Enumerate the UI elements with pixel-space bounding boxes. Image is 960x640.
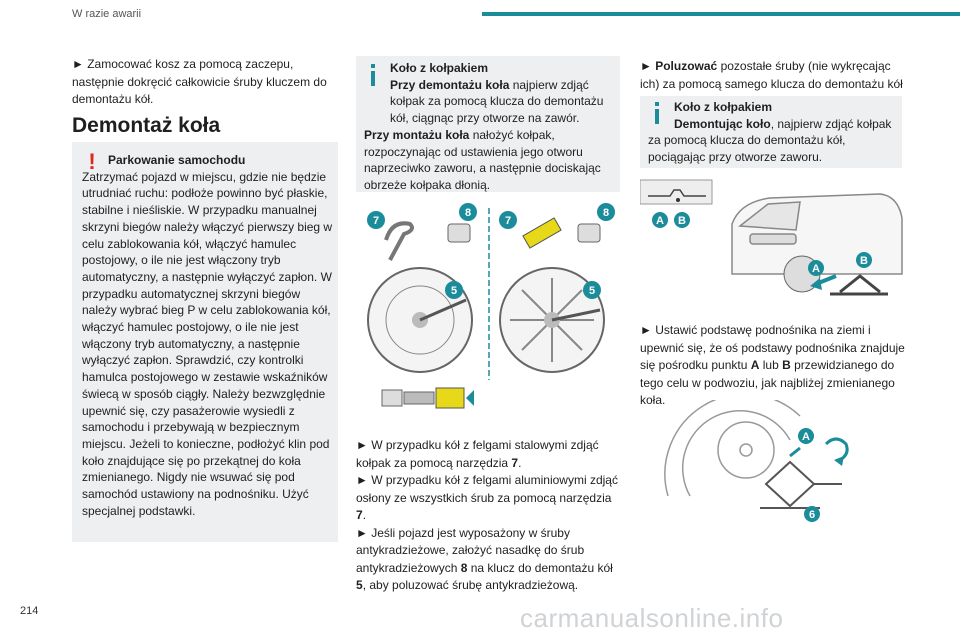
info-bold-lead-2: Przy montażu koła (364, 127, 470, 142)
jack-icon (830, 274, 888, 296)
info-title-2: Koło z kołpakiem (674, 100, 773, 114)
figure-label: B (860, 255, 868, 267)
info-box-hubcap (356, 56, 620, 192)
info-text-2: nałożyć kołpak, rozpoczynając od ustawie… (364, 127, 601, 192)
step-alloy-wheels: ► W przypadku kół z felgami aluminiowymi… (356, 473, 618, 522)
figure-label: 5 (451, 285, 457, 297)
figure-label: 7 (373, 215, 379, 227)
vehicle-jack-point-illustration: A B A B (640, 179, 903, 296)
figure-label: A (812, 263, 820, 275)
figure-label: 8 (603, 207, 609, 219)
figure-label: 7 (505, 215, 511, 227)
rotate-arrow-icon (824, 437, 849, 462)
page-number: 214 (20, 605, 39, 617)
intro-paragraph: ► Zamocować kosz za pomocą zaczepu, nast… (72, 57, 327, 106)
warning-box (72, 142, 338, 542)
figure-label: 6 (809, 509, 815, 521)
info-title: Koło z kołpakiem (390, 61, 489, 75)
warning-body-text: Zatrzymać pojazd w miejscu, gdzie nie bę… (82, 169, 333, 518)
tool-yellow-icon (522, 217, 562, 249)
jack-placement-illustration: A 6 (664, 400, 849, 522)
figure-label: 8 (465, 207, 471, 219)
info-icon (652, 102, 662, 124)
wheel-icon (664, 400, 801, 497)
figure-label: A (802, 431, 810, 443)
info-text-1: najpierw zdjąć kołpak za pomocą klucza d… (390, 77, 604, 126)
figure-label: A (656, 215, 664, 227)
hubcap-tool-icon (384, 221, 414, 261)
socket-icon (447, 223, 471, 243)
wheel-removal-illustration: 7 8 7 8 5 5 (367, 203, 615, 409)
scissor-jack-icon (760, 460, 842, 509)
figure-label: 5 (589, 285, 595, 297)
section-heading: Demontaż koła (72, 114, 221, 137)
figure-label: B (678, 215, 686, 227)
step-anti-theft: ► Jeśli pojazd jest wyposażony w śruby a… (356, 525, 613, 593)
info-text-2: Koło z kołpakiem Demontując koło, najpie… (648, 99, 898, 166)
header-accent-bar (482, 12, 960, 16)
watermark: carmanualsonline.info (520, 603, 784, 633)
step-loosen: ► Poluzować pozostałe śruby (nie wykręca… (640, 59, 903, 108)
warning-title: Parkowanie samochodu (108, 153, 246, 167)
step-jack-position: ► Ustawić podstawę podnośnika na ziemi i… (640, 323, 905, 407)
socket-icon-2 (577, 223, 601, 243)
warning-body: ​ Zatrzymać pojazd w miejscu, gdzie nie … (82, 152, 334, 519)
info-box-hubcap-2 (640, 96, 902, 168)
steps-list: ► W przypadku kół z felgami stalowymi zd… (356, 437, 622, 595)
warning-icon: ! (88, 149, 96, 174)
section-title: W razie awarii (72, 8, 142, 20)
info-bold-lead: Przy demontażu koła (390, 77, 510, 92)
info-icon (368, 64, 378, 86)
step-steel-wheels: ► W przypadku kół z felgami stalowymi zd… (356, 438, 599, 470)
anti-theft-socket-icon (381, 387, 474, 409)
info-text: Koło z kołpakiem Przy demontażu koła naj… (364, 60, 614, 194)
